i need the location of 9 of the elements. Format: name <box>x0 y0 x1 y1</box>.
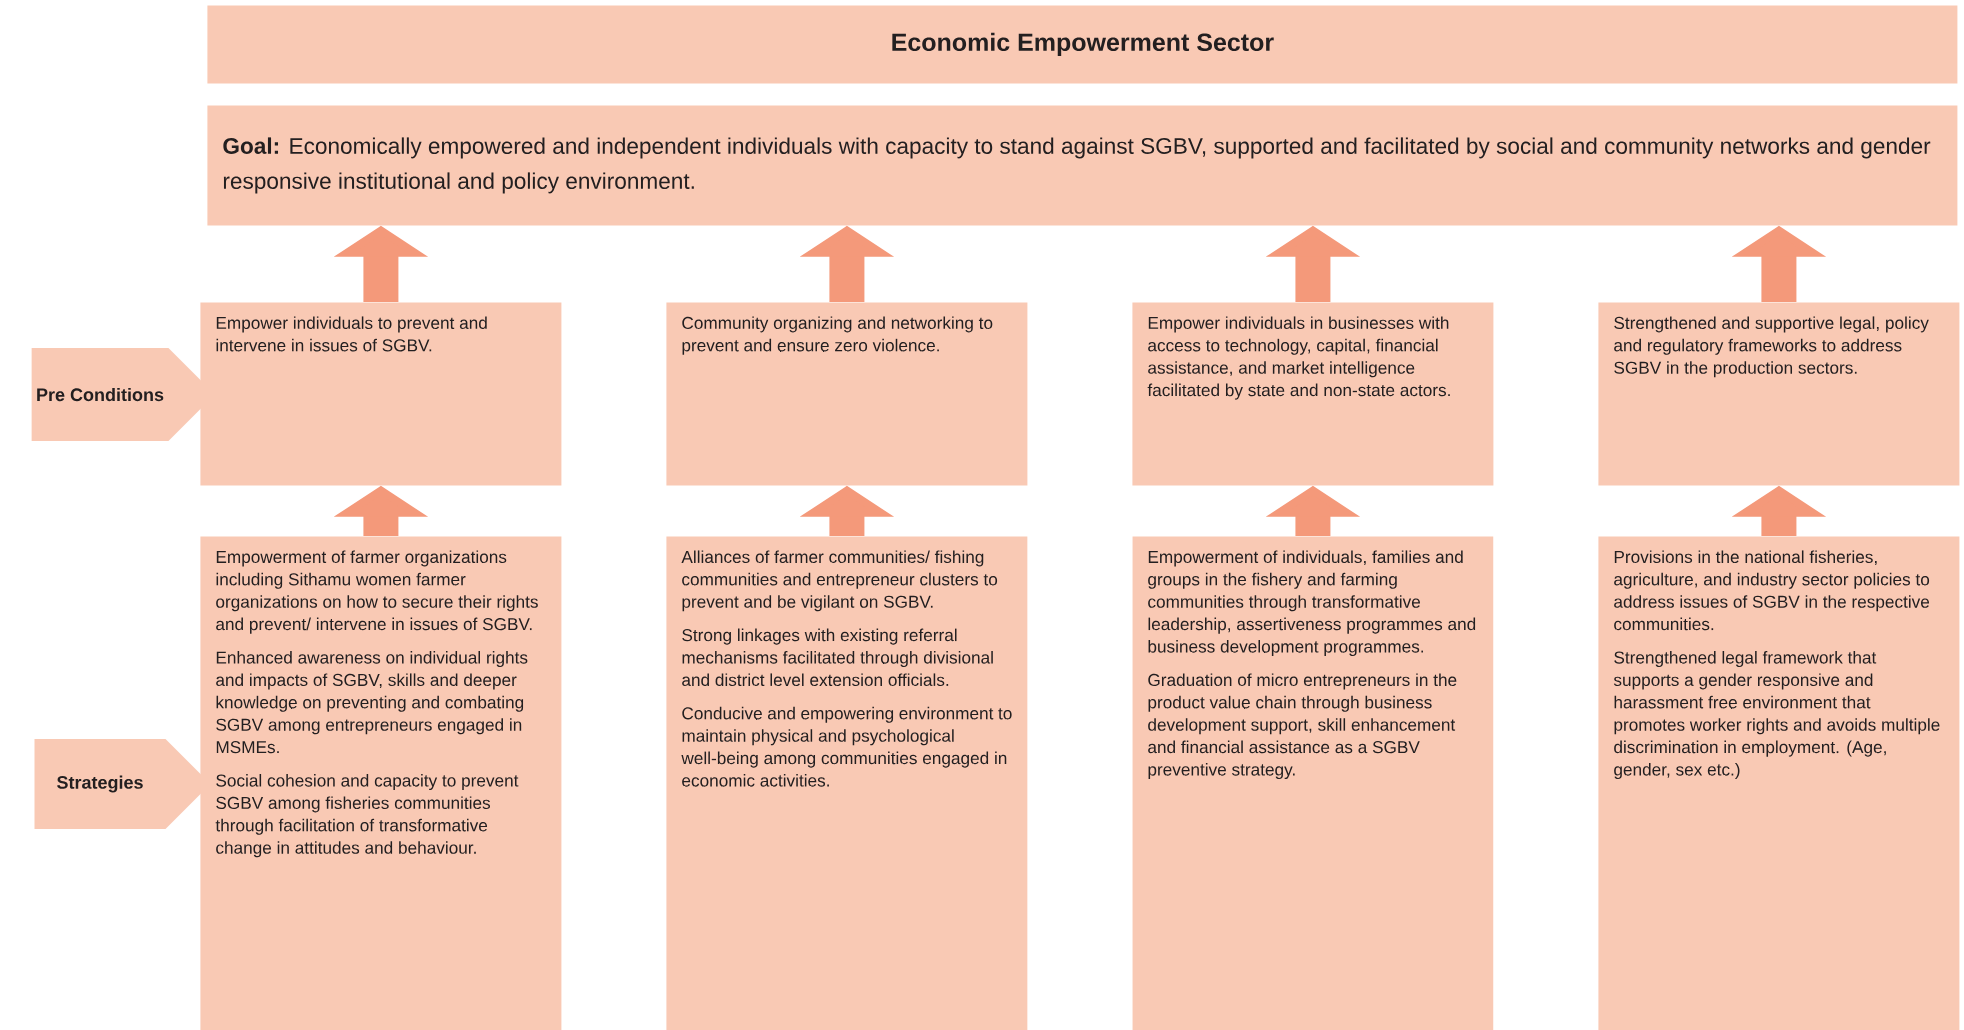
strategy-box: Provisions in the national fisheries, agriculture, and industry sector policies to address issues of SGBV in the respective communities. Strengthened legal framework that supports a gender responsive and harassment free environment that promotes worker rights and avoids multiple discrimination in employment. (Age, gender, sex etc.) <box>1598 536 1960 1030</box>
strategy-box: Alliances of farmer communities/ fishing communities and entrepreneur clusters to prevent and be vigilant on SGBV. Strong linkages with existing referral mechanisms facilitated through divisional and district level extension officials. Conducive and empowering environment to maintain physical and psychological well-being among communities engaged in economic activities. <box>666 536 1028 1030</box>
goal-box: Goal: Economically empowered and independent individuals with capacity to stand against SGBV, supported and facilitated by social and community networks and gender responsive institutional and policy environment. <box>207 105 1958 226</box>
strategy-box: Empowerment of individuals, families and groups in the fishery and farming communities through transformative leadership, assertiveness programmes and business development programmes. Graduation of micro entrepreneurs in the product value chain through business development support, skill enhancement and financial assistance as a SGBV preventive strategy. <box>1132 536 1494 1030</box>
precondition-box: Community organizing and networking to prevent and ensure zero violence. <box>666 302 1028 486</box>
title-banner: Economic Empowerment Sector <box>207 5 1958 84</box>
precondition-box: Strengthened and supportive legal, policy and regulatory frameworks to address SGBV in the production sectors. <box>1598 302 1960 486</box>
precondition-box: Empower individuals in businesses with access to technology, capital, financial assistance, and market intelligence facilitated by state and non-state actors. <box>1132 302 1494 486</box>
strategy-box: Empowerment of farmer organizations including Sithamu women farmer organizations on how to secure their rights and prevent/ intervene in issues of SGBV. Enhanced awareness on individual rights and impacts of SGBV, skills and deeper knowledge on preventing and combating SGBV among entrepreneurs engaged in MSMEs. Social cohesion and capacity to prevent SGBV among fisheries communities through facilitation of transformative change in attitudes and behaviour. <box>200 536 562 1030</box>
